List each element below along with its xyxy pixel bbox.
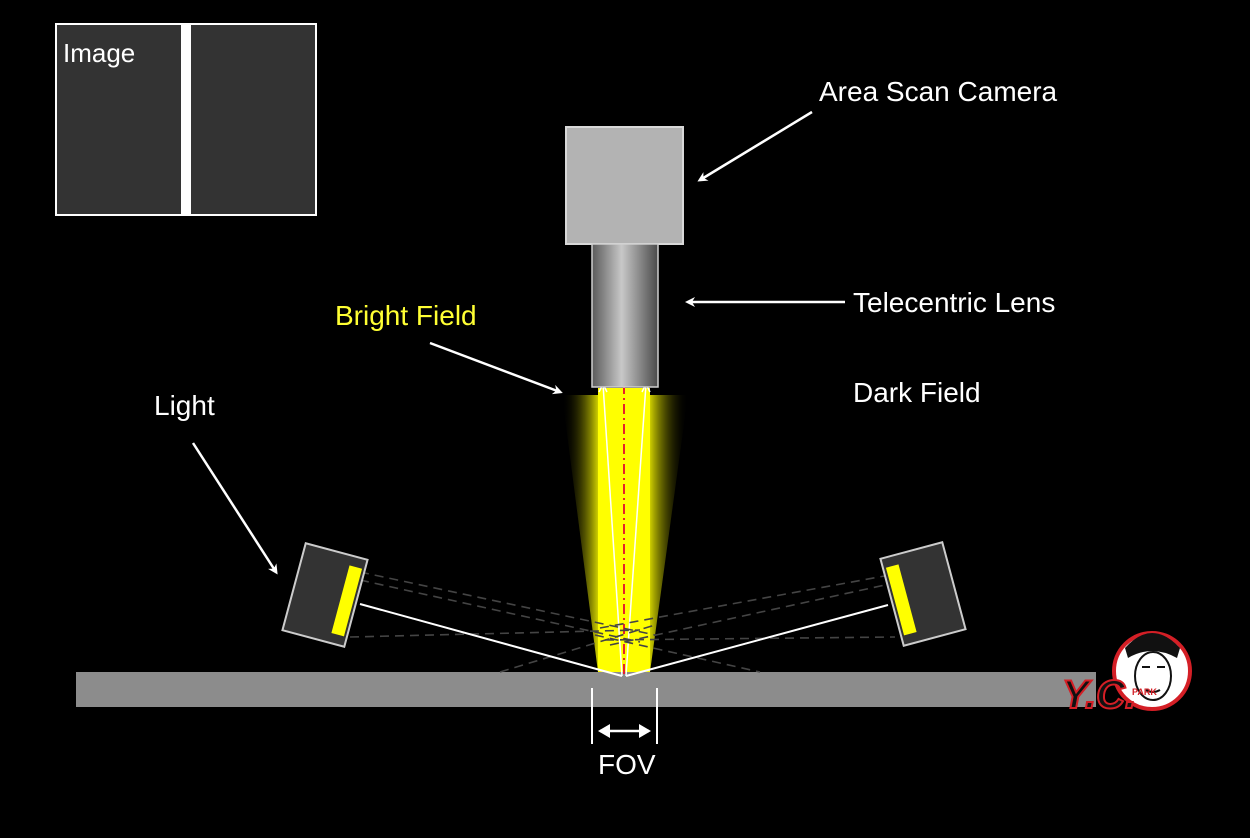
light-right — [879, 541, 967, 647]
sample-stage — [76, 672, 1096, 707]
telecentric-lens — [591, 243, 659, 388]
yc-park-logo: Y.C. PARK — [1061, 631, 1192, 718]
beam-rays — [598, 383, 651, 677]
logo-lettermark: Y.C. — [1062, 673, 1136, 717]
logo-hair — [1125, 633, 1180, 658]
beam-glow-left — [562, 395, 598, 672]
logo-face — [1134, 651, 1172, 701]
image-label: Image — [63, 38, 136, 68]
area-scan-camera — [565, 126, 684, 245]
bright-field-arrow — [429, 341, 563, 395]
fov-dimension — [591, 688, 658, 744]
light-arrow — [191, 442, 278, 575]
light-left-emitter — [331, 565, 363, 637]
lens-label: Telecentric Lens — [853, 287, 1056, 318]
incident-ray-left — [359, 603, 623, 677]
incident-ray-right — [625, 604, 889, 677]
dark-field-rays — [349, 571, 896, 673]
light-label: Light — [154, 390, 215, 421]
beam-glow-right — [650, 395, 688, 672]
camera-arrow — [697, 110, 813, 182]
logo-subtext: PARK — [1132, 687, 1157, 697]
fov-label: FOV — [598, 749, 656, 780]
image-inset-bright-line — [181, 24, 191, 215]
image-inset — [55, 23, 317, 216]
camera-label: Area Scan Camera — [819, 76, 1058, 107]
bright-field-label: Bright Field — [335, 300, 477, 331]
dark-field-label: Dark Field — [853, 377, 981, 408]
light-left — [281, 542, 369, 648]
light-right-emitter — [885, 564, 917, 636]
